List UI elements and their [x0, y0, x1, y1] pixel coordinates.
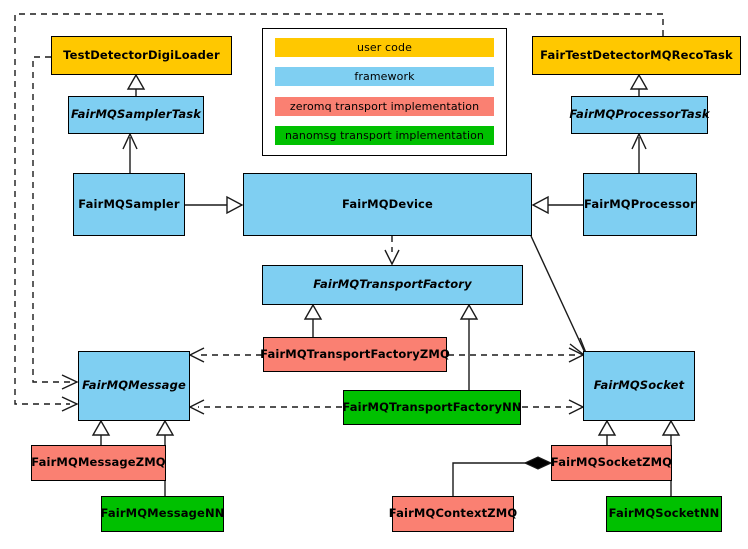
class-label-fairmqsocketnn: FairMQSocketNN [608, 506, 720, 521]
edge-processortask-to-recotask [629, 73, 649, 96]
class-box-fairmqmessagenn[interactable]: FairMQMessageNN [101, 496, 224, 532]
legend-item-framework: framework [275, 67, 494, 87]
class-box-testdetectordigiloader[interactable]: TestDetectorDigiLoader [51, 36, 232, 75]
class-box-fairmqcontextzmq[interactable]: FairMQContextZMQ [388, 496, 518, 532]
class-box-fairtestdetectormqrecotask[interactable]: FairTestDetectorMQRecoTask [532, 36, 741, 75]
legend-item-user-code: user code [275, 38, 494, 57]
class-box-fairmqmessage[interactable]: FairMQMessage [78, 351, 190, 421]
class-label-fairmqsocket: FairMQSocket [593, 378, 685, 393]
edge-samplertask-to-digiloader [126, 73, 146, 96]
edge-processor-to-device [531, 195, 583, 215]
class-box-fairmqsampler[interactable]: FairMQSampler [73, 173, 185, 236]
edge-contextzmq-to-socketzmq [452, 456, 553, 496]
class-box-fairmqsocketzmq[interactable]: FairMQSocketZMQ [551, 445, 672, 481]
class-box-fairmqtransportfactorynn[interactable]: FairMQTransportFactoryNN [342, 390, 522, 425]
class-label-fairmqsocketzmq: FairMQSocketZMQ [550, 455, 673, 470]
edge-tfnn-to-socket [522, 399, 585, 415]
class-box-fairmqsamplertask[interactable]: FairMQSamplerTask [68, 96, 204, 134]
edge-messagezmq-to-message [91, 419, 111, 445]
class-label-fairmqprocessor: FairMQProcessor [584, 196, 696, 211]
class-label-fairmqtransportfactoryzmq: FairMQTransportFactoryZMQ [260, 346, 450, 361]
edge-tfzmq-to-transportfactory [303, 303, 323, 337]
class-label-fairmqdevice: FairMQDevice [342, 196, 433, 211]
class-label-fairmqtransportfactorynn: FairMQTransportFactoryNN [342, 399, 522, 414]
class-label-fairmqmessage: FairMQMessage [82, 378, 186, 393]
edge-socketzmq-to-socket [597, 419, 617, 445]
legend-panel: user code framework zeromq transport imp… [262, 28, 507, 156]
edge-device-to-transportfactory [384, 236, 400, 266]
class-box-fairmqtransportfactory[interactable]: FairMQTransportFactory [262, 265, 523, 305]
class-box-fairmqmessagezmq[interactable]: FairMQMessageZMQ [31, 445, 166, 481]
class-label-fairmqmessagezmq: FairMQMessageZMQ [31, 455, 166, 470]
class-box-fairmqdevice[interactable]: FairMQDevice [243, 173, 532, 236]
class-label-fairmqprocessortask: FairMQProcessorTask [569, 107, 710, 122]
class-box-fairmqprocessor[interactable]: FairMQProcessor [583, 173, 697, 236]
edge-sampler-to-device [185, 195, 244, 215]
legend-item-nanomsg: nanomsg transport implementation [275, 125, 494, 145]
class-label-fairmqtransportfactory: FairMQTransportFactory [313, 277, 472, 292]
class-label-fairmqsampler: FairMQSampler [78, 196, 180, 211]
class-box-fairmqtransportfactoryzmq[interactable]: FairMQTransportFactoryZMQ [260, 337, 450, 372]
edge-tfnn-to-message [188, 399, 342, 415]
edge-device-to-socket [530, 235, 590, 361]
edge-sampler-to-samplertask [122, 132, 138, 173]
legend-label-zeromq: zeromq transport implementation [289, 99, 480, 113]
class-label-fairtestdetectormqrecotask: FairTestDetectorMQRecoTask [540, 47, 733, 62]
class-label-fairmqcontextzmq: FairMQContextZMQ [388, 506, 518, 521]
class-box-fairmqsocket[interactable]: FairMQSocket [583, 351, 695, 421]
legend-item-zeromq: zeromq transport implementation [275, 96, 494, 116]
edge-tfnn-to-transportfactory [459, 303, 479, 390]
class-label-fairmqsamplertask: FairMQSamplerTask [70, 107, 202, 122]
edge-processor-to-processortask [631, 132, 647, 173]
legend-label-user-code: user code [357, 41, 412, 54]
class-box-fairmqsocketnn[interactable]: FairMQSocketNN [606, 496, 722, 532]
class-box-fairmqprocessortask[interactable]: FairMQProcessorTask [569, 96, 710, 134]
class-label-fairmqmessagenn: FairMQMessageNN [100, 506, 225, 521]
legend-label-nanomsg: nanomsg transport implementation [284, 128, 485, 142]
edge-tfzmq-to-socket [448, 347, 585, 363]
edge-tfzmq-to-message [188, 347, 262, 363]
legend-label-framework: framework [354, 70, 415, 84]
class-label-testdetectordigiloader: TestDetectorDigiLoader [63, 47, 220, 62]
